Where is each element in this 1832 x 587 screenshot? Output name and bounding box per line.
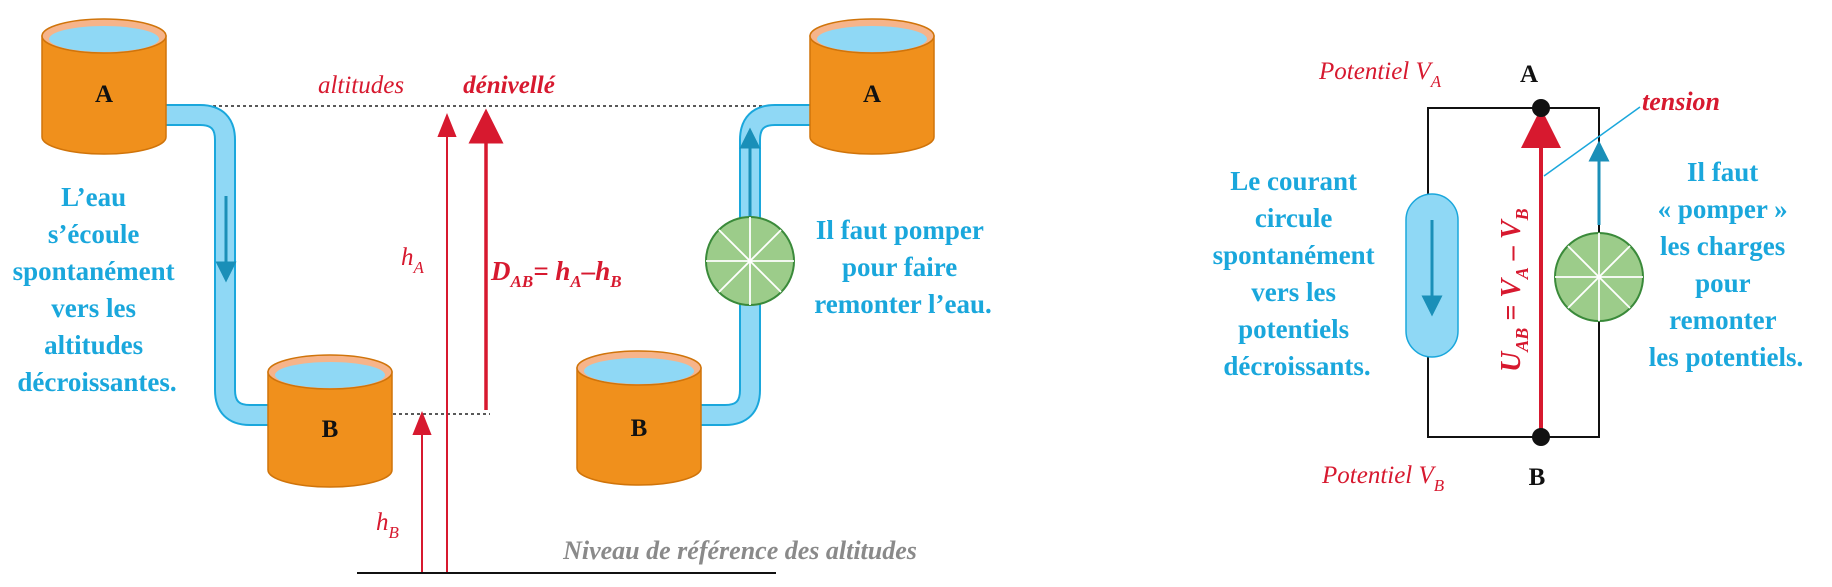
current-text-line-1: Le courant: [1230, 166, 1357, 196]
left-pipe: [156, 104, 272, 426]
ha-main: h: [401, 244, 414, 271]
uab-u-sub: AB: [1512, 328, 1532, 353]
node-b-dot: [1532, 428, 1550, 446]
pump-text-line-2: pour faire: [842, 252, 957, 282]
charge-pump-text: Il faut « pomper » les charges pour remo…: [1649, 157, 1804, 372]
tank-left-b: B: [267, 354, 393, 488]
left-text-line-4: vers les: [51, 293, 136, 323]
ha-sub: A: [413, 258, 425, 277]
ha-label: hA: [401, 244, 425, 277]
denivelle-label: dénivellé: [463, 72, 556, 99]
pump-explanation-text: Il faut pomper pour faire remonter l’eau…: [814, 215, 991, 319]
hb-sub: B: [389, 523, 400, 542]
current-explanation-text: Le courant circule spontanément vers les…: [1213, 166, 1382, 381]
potential-a-main: Potentiel V: [1318, 58, 1433, 85]
dab-d: D: [490, 256, 511, 286]
left-text-line-5: altitudes: [44, 330, 143, 360]
pump-text-line-3: remonter l’eau.: [814, 289, 991, 319]
node-b-label: B: [1529, 464, 1546, 491]
tension-label: tension: [1642, 87, 1720, 116]
dab-eq: = h: [533, 256, 570, 286]
potential-b-main: Potentiel V: [1321, 462, 1436, 489]
hb-main: h: [376, 509, 389, 536]
current-capsule: [1405, 193, 1459, 358]
hb-label: hB: [376, 509, 400, 542]
current-text-line-3: spontanément: [1213, 240, 1375, 270]
dab-b-sub: B: [609, 272, 621, 291]
current-text-line-4: vers les: [1251, 277, 1336, 307]
tension-pointer: [1543, 106, 1641, 177]
uab-eq: = V: [1496, 277, 1527, 328]
uab-a-sub: A: [1512, 267, 1532, 280]
left-text-line-6: décroissantes.: [17, 367, 176, 397]
left-explanation-text: L’eau s’écoule spontanément vers les alt…: [13, 182, 182, 397]
uab-u: U: [1496, 350, 1527, 372]
tank-left-a: A: [41, 18, 167, 155]
pump-text-line-1: Il faut pomper: [816, 215, 984, 245]
charge-text-line-3: les charges: [1660, 231, 1785, 261]
dab-a-sub: A: [569, 272, 581, 291]
dab-minus: –h: [581, 256, 611, 286]
reference-label: Niveau de référence des altitudes: [562, 536, 917, 565]
node-a-label: A: [1520, 61, 1538, 88]
potential-b-sub: B: [1434, 476, 1445, 495]
tank-right-b: B: [576, 350, 702, 486]
tank-left-b-label: B: [322, 416, 339, 443]
current-text-line-2: circule: [1255, 203, 1332, 233]
current-text-line-5: potentiels: [1238, 314, 1349, 344]
charge-text-line-4: pour: [1695, 268, 1751, 298]
node-a-dot: [1532, 99, 1550, 117]
charge-pump-icon: [1554, 232, 1644, 322]
potential-b-label: Potentiel VB: [1321, 462, 1445, 495]
left-text-line-2: s’écoule: [48, 219, 139, 249]
tank-right-a: A: [809, 18, 935, 155]
dab-d-sub: AB: [510, 272, 534, 291]
uab-b-sub: B: [1512, 208, 1532, 221]
potential-a-label: Potentiel VA: [1318, 58, 1442, 91]
uab-formula: UAB = VA – VB: [1496, 208, 1532, 372]
tank-right-a-label: A: [863, 81, 881, 108]
potential-a-sub: A: [1430, 72, 1442, 91]
dab-formula: DAB= hA–hB: [490, 256, 622, 291]
charge-text-line-6: les potentiels.: [1649, 342, 1804, 372]
circuit: [1405, 99, 1644, 446]
charge-text-line-1: Il faut: [1687, 157, 1758, 187]
charge-text-line-2: « pomper »: [1658, 194, 1788, 224]
altitudes-label: altitudes: [318, 72, 404, 99]
uab-minus: – V: [1496, 218, 1527, 267]
tank-right-b-label: B: [631, 415, 648, 442]
left-text-line-1: L’eau: [61, 182, 126, 212]
tank-left-a-label: A: [95, 81, 113, 108]
current-text-line-6: décroissants.: [1223, 351, 1370, 381]
left-text-line-3: spontanément: [13, 256, 175, 286]
charge-text-line-5: remonter: [1669, 305, 1776, 335]
water-pump-icon: [705, 216, 795, 306]
